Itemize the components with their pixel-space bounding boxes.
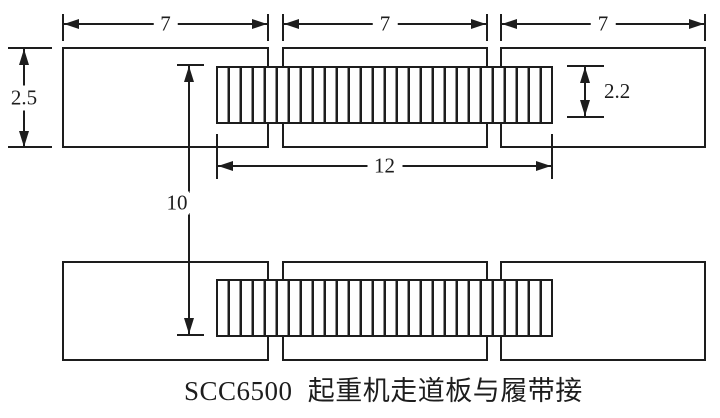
dim-label: 7 (153, 13, 178, 35)
dim-label: 7 (590, 13, 616, 35)
dim-label-row-spacing: 10 (164, 190, 190, 215)
dim-arrow-left (284, 19, 299, 29)
dim-arrow-right (536, 161, 551, 171)
ext-line (8, 47, 52, 49)
dim-plate3-width: 7 (502, 13, 704, 35)
ext-line (282, 14, 284, 41)
dim-arrow-down (19, 131, 29, 147)
dim-plate-height: 2.5 (9, 49, 39, 147)
dim-label-track-pad-height: 2.2 (604, 79, 631, 103)
dim-line (188, 66, 190, 193)
dim-label: 7 (372, 13, 398, 35)
dim-line (584, 67, 586, 116)
diagram-caption: SCC6500 起重机走道板与履带接 (184, 376, 583, 406)
plate-bottom-right (500, 261, 706, 361)
dim-label: 12 (367, 155, 402, 177)
ext-line (8, 146, 52, 148)
ext-line (551, 134, 553, 179)
ext-line (567, 65, 604, 67)
dim-plate2-width: 7 (284, 13, 486, 35)
dim-plate1-width: 7 (64, 13, 267, 35)
ext-line (500, 14, 502, 41)
dim-track-pad-height (575, 67, 595, 116)
dim-arrow-left (218, 161, 233, 171)
dim-arrow-down (580, 100, 590, 116)
ext-line (704, 14, 706, 41)
dim-arrow-left (502, 19, 517, 29)
dim-arrow-down (184, 318, 194, 334)
ext-line (177, 334, 204, 336)
dim-arrow-right (689, 19, 704, 29)
dim-line (188, 213, 190, 334)
crawler-track-pad-top (216, 66, 553, 124)
ext-line (486, 14, 488, 41)
ext-line (177, 64, 204, 66)
dim-arrow-right (471, 19, 486, 29)
dim-arrow-right (252, 19, 267, 29)
ext-line (62, 14, 64, 41)
dim-arrow-up (184, 66, 194, 82)
dim-arrow-up (19, 49, 29, 65)
ext-line (567, 116, 604, 118)
dim-track-pad-length: 12 (218, 155, 551, 177)
ext-line (216, 134, 218, 179)
ext-line (267, 14, 269, 41)
dim-label: 2.5 (9, 85, 39, 111)
dim-arrow-left (64, 19, 79, 29)
crawler-track-pad-bottom (216, 279, 553, 337)
dim-arrow-up (580, 67, 590, 83)
